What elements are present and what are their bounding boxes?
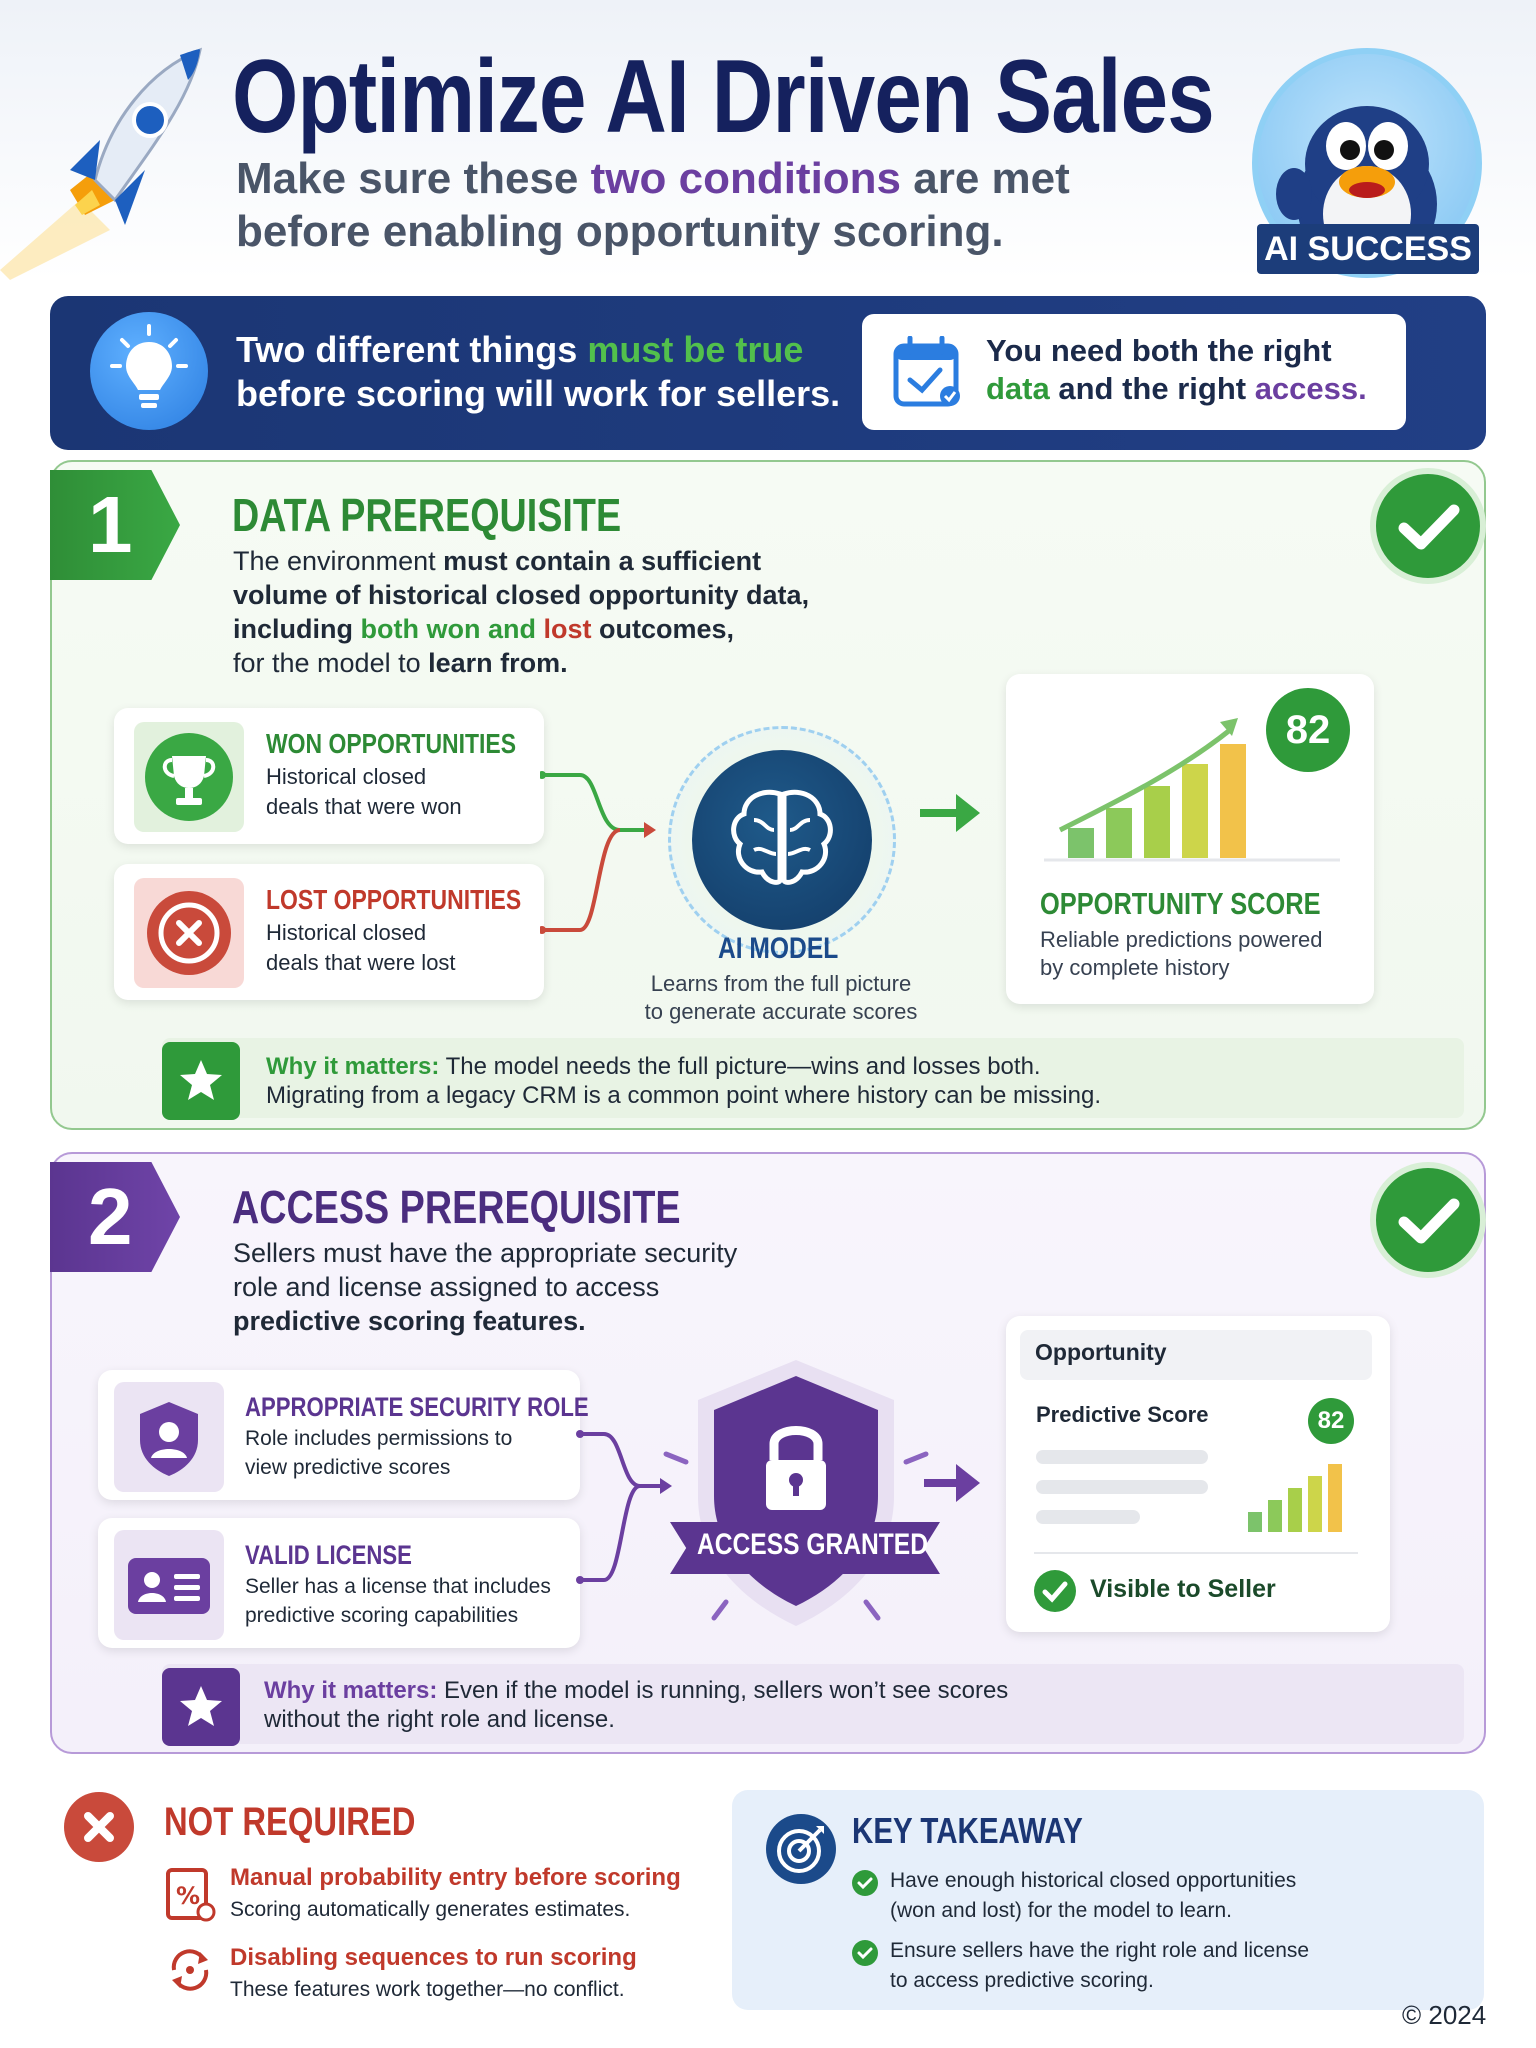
copyright: © 2024 [1402, 2000, 1487, 2030]
mini-bar-chart-icon [1248, 1464, 1342, 1532]
x-circle-icon [134, 878, 244, 988]
section2-body: Sellers must have the appropriate securi… [233, 1238, 738, 1336]
trophy-icon [134, 722, 244, 832]
section-number-2: 2 [50, 1162, 180, 1272]
banner-text: Two different things must be true before… [236, 329, 841, 414]
page-subtitle: Make sure these two conditions are met b… [236, 154, 1070, 256]
visible-to-seller-label: Visible to Seller [1090, 1575, 1276, 1603]
target-icon [766, 1814, 836, 1884]
lightbulb-icon [90, 312, 208, 430]
banner-card [862, 314, 1406, 430]
key-takeaway-box [732, 1790, 1484, 2010]
access-granted-label: ACCESS GRANTED [697, 1528, 928, 1561]
not-required-item1-title: Manual probability entry before scoring [230, 1864, 681, 1891]
section2-heading: ACCESS PREREQUISITE [232, 1181, 681, 1233]
lost-opportunities-title: LOST OPPORTUNITIES [266, 884, 522, 915]
opportunity-panel-header: Opportunity [1035, 1339, 1167, 1365]
mascot-penguin [1252, 48, 1482, 278]
access-granted-ribbon [670, 1522, 940, 1574]
rocket-icon [0, 47, 203, 280]
bar-chart-icon [1044, 718, 1340, 862]
not-required-item2-title: Disabling sequences to run scoring [230, 1944, 637, 1971]
placeholder-line [1036, 1450, 1208, 1464]
page-title: Optimize AI Driven Sales [232, 39, 1215, 155]
check-circle-icon [852, 1870, 878, 1896]
shield-user-icon [114, 1382, 224, 1492]
check-circle-icon [1034, 1570, 1076, 1612]
percent-document-icon: % [166, 1868, 216, 1922]
connector-lines-2 [576, 1430, 672, 1584]
divider [1034, 1552, 1358, 1554]
predictive-score-badge: 82 [1308, 1398, 1354, 1444]
opportunity-score-title: OPPORTUNITY SCORE [1040, 886, 1321, 921]
star-icon [162, 1042, 240, 1120]
predictive-score-label: Predictive Score [1036, 1402, 1209, 1427]
why-it-matters-bar-1 [162, 1038, 1464, 1118]
why-it-matters-text-2: Why it matters: Even if the model is run… [264, 1677, 1009, 1733]
mascot-label: AI SUCCESS [1257, 224, 1479, 274]
key-takeaway-heading: KEY TAKEAWAY [852, 1810, 1083, 1851]
not-required-heading: NOT REQUIRED [164, 1800, 416, 1844]
check-circle-icon [852, 1940, 878, 1966]
refresh-icon [171, 1949, 209, 1991]
check-circle-icon [1370, 468, 1486, 584]
section1-body: The environment must contain a sufficien… [233, 546, 810, 678]
opportunity-panel-header-bg [1020, 1330, 1372, 1380]
placeholder-line [1036, 1510, 1140, 1524]
why-it-matters-bar-2 [162, 1664, 1464, 1744]
banner-card-text: You need both the right data and the rig… [986, 333, 1367, 406]
id-card-icon [114, 1530, 224, 1640]
security-role-title: APPROPRIATE SECURITY ROLE [245, 1392, 589, 1422]
won-opportunities-title: WON OPPORTUNITIES [266, 728, 517, 759]
check-circle-icon [1370, 1162, 1486, 1278]
section1-heading: DATA PREREQUISITE [232, 489, 622, 541]
calendar-check-icon [893, 336, 960, 407]
arrow-right-icon [924, 1464, 980, 1502]
ai-model-title: AI MODEL [718, 932, 839, 965]
lock-shield-icon [663, 1360, 929, 1626]
score-badge: 82 [1266, 688, 1350, 772]
placeholder-line [1036, 1480, 1208, 1494]
key-takeaway-item1: Have enough historical closed opportunit… [890, 1869, 1297, 1922]
not-required-item1-body: Scoring automatically generates estimate… [230, 1898, 631, 1921]
star-icon [162, 1668, 240, 1746]
connector-lines [540, 771, 656, 934]
valid-license-title: VALID LICENSE [245, 1540, 412, 1570]
svg-text:%: % [176, 1882, 200, 1910]
arrow-right-icon [920, 794, 980, 832]
not-required-item2-body: These features work together—no conflict… [230, 1978, 625, 2001]
x-circle-icon [64, 1792, 134, 1862]
why-it-matters-text-1: Why it matters: The model needs the full… [266, 1053, 1101, 1109]
brain-icon [692, 750, 872, 930]
key-takeaway-item2: Ensure sellers have the right role and l… [890, 1939, 1310, 1992]
section-number-1: 1 [50, 470, 180, 580]
